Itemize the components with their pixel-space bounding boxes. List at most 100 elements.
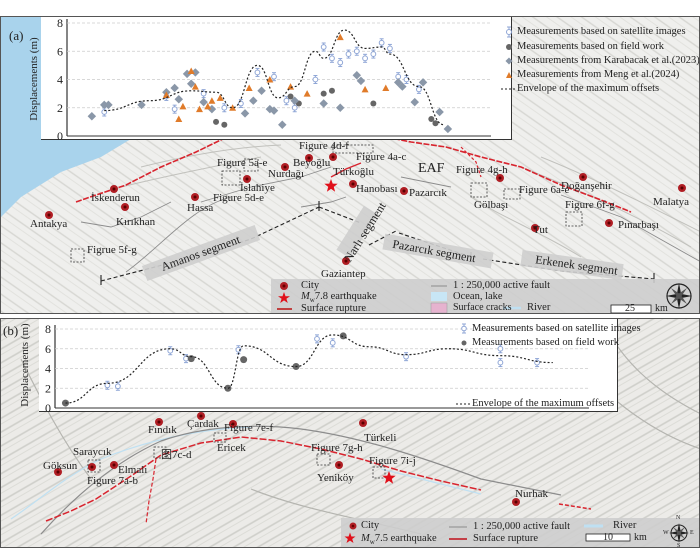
- meng-point: [229, 104, 237, 111]
- field-point: [339, 332, 347, 340]
- figure-label: 图7c-d: [161, 449, 192, 461]
- field-point: [213, 118, 220, 125]
- y-tick-label: 2: [45, 381, 51, 395]
- meng-point: [336, 33, 344, 41]
- satellite-point: [320, 42, 327, 52]
- meng-point: [179, 102, 187, 110]
- karabacak-point: [352, 71, 362, 80]
- karabacak-point: [170, 83, 179, 93]
- figure-label: Figure 4a-c: [356, 151, 407, 163]
- y-tick-label: 4: [45, 362, 51, 376]
- karabacak-point: [249, 96, 258, 105]
- legend-city-label: City: [361, 520, 380, 531]
- legend-item-satellite: Measurements based on satellite images: [472, 323, 641, 334]
- satellite-errorbar-icon: [506, 26, 512, 38]
- earthquake-text: 7.5 earthquake: [374, 533, 437, 544]
- city-label: Malatya: [653, 196, 690, 208]
- satellite-point: [534, 358, 540, 368]
- legend-ocean-label: Ocean, lake: [453, 291, 503, 302]
- scale-bar: [610, 304, 652, 313]
- meng-point: [191, 83, 199, 90]
- chart-a-legend: Measurements based on satellite images M…: [501, 25, 699, 125]
- compass-icon: [666, 283, 692, 309]
- field-point: [221, 121, 228, 128]
- karabacak-point: [269, 106, 279, 115]
- field-point: [320, 90, 327, 97]
- chart-b-legend: Measurements based on satellite images M…: [456, 323, 641, 413]
- y-tick-label: 8: [57, 17, 63, 30]
- karabacak-point: [199, 97, 208, 107]
- satellite-point: [329, 53, 335, 63]
- city-label: Doğanşehir: [561, 180, 612, 192]
- satellite-point: [254, 67, 261, 77]
- city-label: Çardak: [187, 418, 219, 430]
- satellite-point: [345, 49, 352, 59]
- field-point: [61, 399, 69, 407]
- satellite-point: [101, 107, 108, 117]
- figure-label: Figure 7a-b: [87, 475, 139, 487]
- y-tick-label: 0: [45, 401, 51, 411]
- satellite-point: [237, 99, 244, 109]
- satellite-point: [378, 38, 385, 48]
- active-faults: [80, 166, 699, 273]
- scale-value: 25: [625, 303, 635, 314]
- karabacak-point: [335, 103, 345, 112]
- map-legend-a: City Mw7.8 earthquake Surface rupture 1 …: [271, 279, 699, 314]
- karabacak-point: [278, 120, 287, 129]
- scale-unit: km: [655, 303, 668, 314]
- legend-item-satellite: Measurements based on satellite images: [517, 26, 686, 37]
- legend-item-meng: Measurements from Meng et al.(2024): [517, 69, 680, 80]
- compass-n: N: [676, 515, 681, 521]
- figure-label: Figure 6a-e: [519, 184, 570, 196]
- legend-earthquake-label: Mw7.5 earthquake: [361, 533, 437, 547]
- field-point: [432, 120, 439, 127]
- map-legend-b: City Mw7.5 earthquake 1 : 250,000 active…: [341, 515, 699, 548]
- scale-unit: km: [634, 532, 647, 543]
- satellite-point: [221, 103, 228, 113]
- legend-item-envelope: Envelope of the maximum offsets: [517, 83, 660, 94]
- meng-point: [175, 115, 183, 123]
- karabacak-point: [137, 100, 146, 110]
- satellite-point: [171, 104, 178, 114]
- compass-icon: [669, 523, 689, 543]
- satellite-point: [353, 46, 360, 56]
- envelope-line: [104, 29, 444, 126]
- field-point: [428, 116, 435, 123]
- envelope-line: [65, 334, 553, 404]
- earthquake-text: 7.8 earthquake: [314, 291, 377, 302]
- satellite-point: [271, 72, 277, 82]
- river-line: [10, 426, 252, 520]
- city-icon: [349, 522, 357, 530]
- karabacak-point: [435, 107, 444, 117]
- satellite-point: [114, 381, 121, 391]
- legend-item-field: Measurements based on field work: [517, 41, 664, 52]
- figure-label: Figure 5d-e: [213, 192, 265, 204]
- meng-point: [303, 90, 311, 97]
- field-circle-icon: [461, 340, 467, 346]
- city-label: Pazarcık: [409, 187, 447, 199]
- satellite-point: [104, 380, 111, 390]
- figure-label: Figure 5a-e: [217, 157, 268, 169]
- legend-rupture-label: Surface rupture: [301, 303, 367, 314]
- compass-s: S: [677, 543, 681, 548]
- figure-label: Figure 4g-h: [456, 164, 508, 176]
- satellite-point: [329, 338, 336, 348]
- meng-point: [187, 67, 195, 75]
- figure-label: Figure 4d-f: [299, 140, 349, 152]
- chart-a-ylabel: Displacements (m): [28, 37, 40, 121]
- city-label: Pınarbaşı: [618, 219, 659, 231]
- scale-value: 10: [603, 532, 613, 543]
- city-label: Nurhak: [515, 488, 548, 500]
- legend-city-label: City: [301, 280, 320, 291]
- legend-earthquake-label: Mw7.8 earthquake: [301, 291, 377, 304]
- city-label: Türkeli: [364, 432, 397, 444]
- mw-symbol: M: [301, 291, 310, 302]
- mw-subscript: w: [369, 538, 375, 547]
- city-label: Fındık: [148, 424, 177, 436]
- field-point: [370, 100, 377, 107]
- field-point: [224, 384, 232, 392]
- meng-point: [287, 83, 295, 90]
- figure-label: Figrue 5f-g: [87, 244, 137, 256]
- satellite-point: [387, 43, 393, 53]
